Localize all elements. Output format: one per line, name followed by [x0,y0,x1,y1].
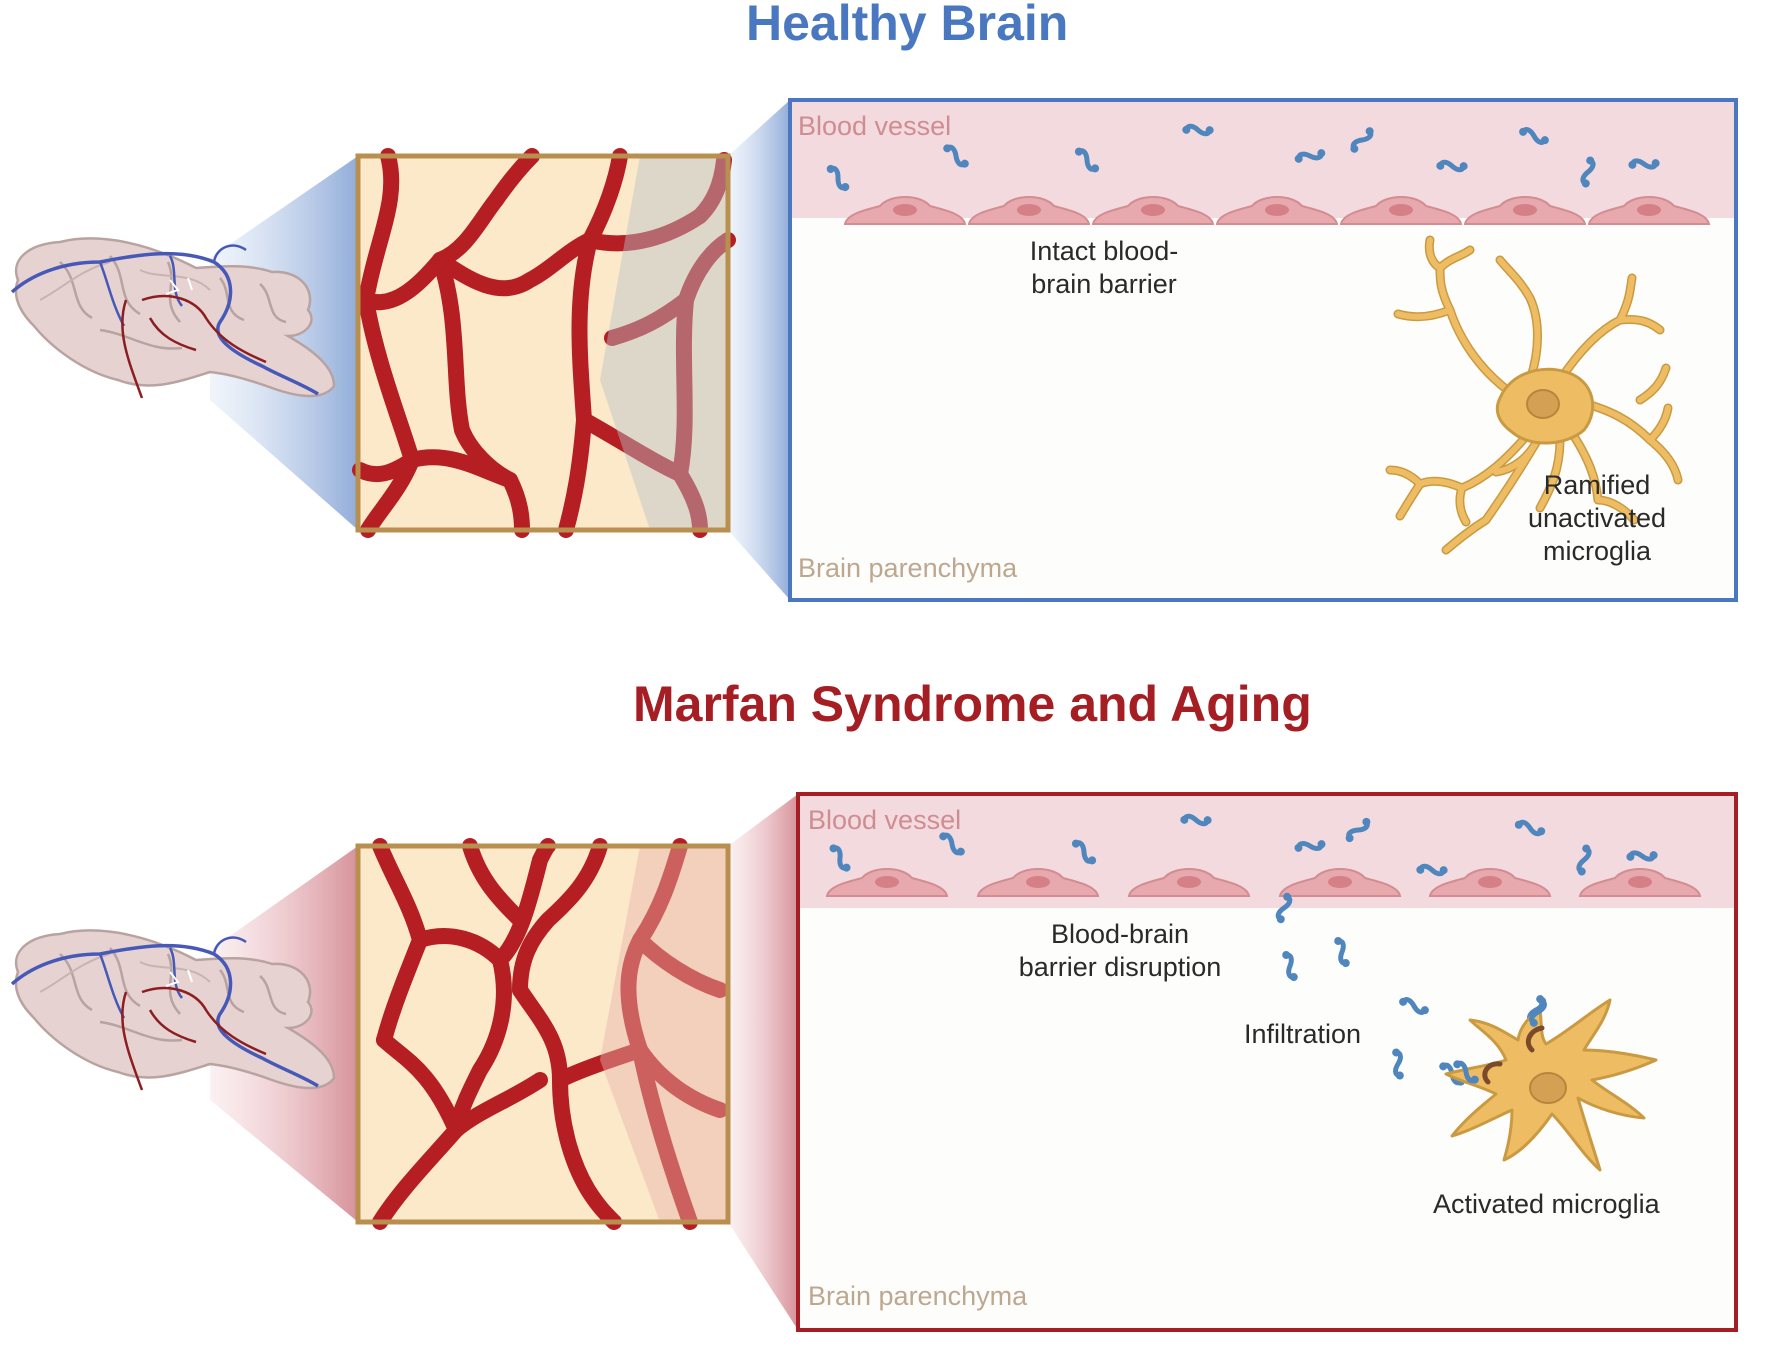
marfan-detail-panel [796,792,1738,1332]
bbb-disruption-label: Blood-brain barrier disruption [1018,919,1222,982]
capillary-network-panel [355,838,731,1230]
marfan-section [10,708,1766,1332]
healthy-brain-title: Healthy Brain [746,0,1069,51]
healthy-section [10,24,1766,602]
healthy-detail-panel [788,98,1738,602]
blood-vessel-label: Blood vessel [808,805,962,835]
infiltration-label: Infiltration [1244,1019,1362,1049]
ramified-microglia [1385,235,1683,555]
ramified-microglia-label: Ramified unactivated microglia [1527,470,1667,566]
zoom-cone-panel [728,100,790,600]
marfan-aging-title: Marfan Syndrome and Aging [633,676,1312,732]
blood-vessel-label: Blood vessel [798,111,952,141]
zoom-cone-panel [728,794,798,1330]
activated-microglia [1444,996,1658,1172]
brain-parenchyma-label: Brain parenchyma [808,1281,1028,1311]
activated-microglia-label: Activated microglia [1433,1189,1660,1219]
capillary-network-panel [352,148,736,538]
brain-parenchyma-label: Brain parenchyma [798,553,1018,583]
intact-bbb-label: Intact blood- brain barrier [1029,236,1179,299]
